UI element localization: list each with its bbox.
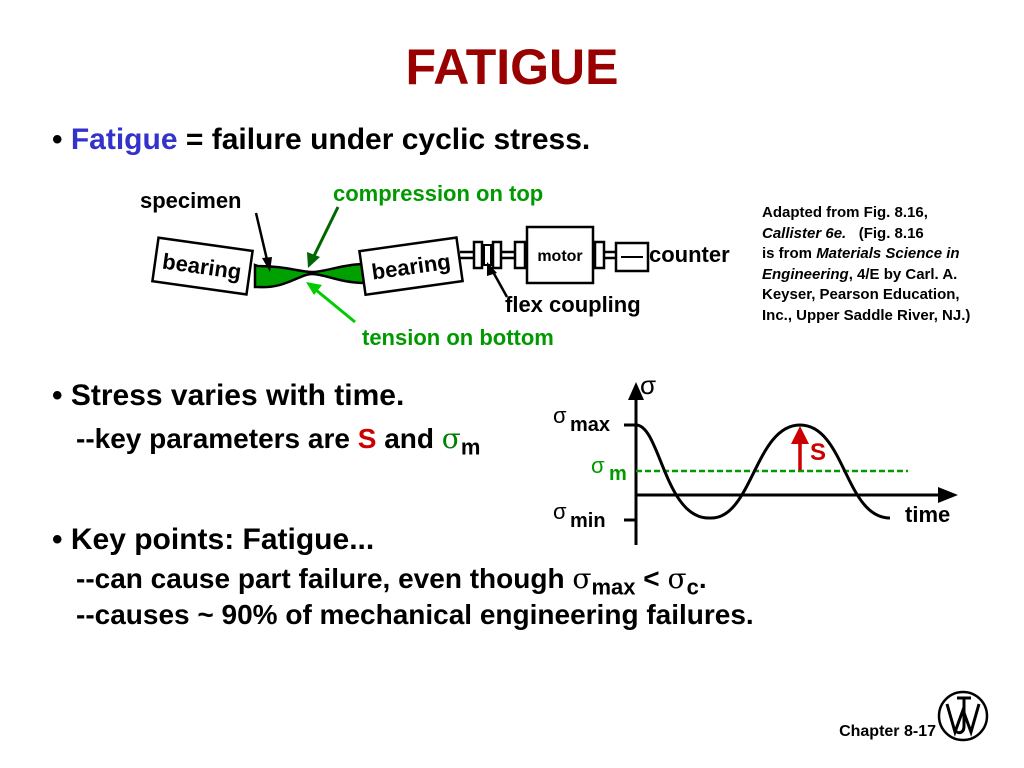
key-point-1: --can cause part failure, even though σm…: [76, 562, 707, 600]
param-S: S: [357, 423, 377, 454]
right-bearing: bearing: [358, 236, 465, 297]
credit-rest: , 4/E by Carl. A. Keyser, Pearson Educat…: [762, 265, 971, 324]
publisher-logo-icon: [937, 690, 989, 742]
stress-time-graph: σ time S σ max σ m σ min: [553, 370, 958, 545]
sigma-min-sub: min: [570, 510, 606, 532]
credit-callister: Callister 6e.: [762, 224, 847, 242]
chapter-label: Chapter 8-: [839, 723, 919, 740]
motor-box: [525, 225, 595, 285]
stress-varies-text: Stress varies with time.: [70, 379, 405, 412]
credit-line1: Adapted from Fig. 8.16,: [762, 204, 928, 221]
page-number: 17: [918, 723, 936, 740]
fatigue-test-apparatus: bearing bearing motor: [150, 206, 650, 324]
left-bearing: bearing: [150, 236, 255, 296]
sigma-max-symbol: σ: [553, 403, 567, 428]
motor-label: motor: [537, 248, 582, 265]
sigma-m-sub: m: [609, 463, 627, 485]
fatigue-definition: = failure under cyclic stress.: [177, 123, 591, 156]
bullet-stress-varies: • Stress varies with time.: [52, 379, 405, 412]
counter-label: counter: [649, 242, 730, 267]
sigma-max-sub: max: [570, 414, 610, 436]
sigma-min-symbol: σ: [553, 499, 567, 524]
tension-label: tension on bottom: [362, 325, 554, 350]
key-point-2: --causes ~ 90% of mechanical engineering…: [76, 599, 754, 630]
chapter-footer: Chapter 8-17: [839, 723, 936, 741]
compression-label: compression on top: [333, 181, 544, 206]
param-sigma: σ: [441, 422, 461, 455]
fatigue-term: Fatigue: [70, 123, 178, 156]
key-points-text: Key points: Fatigue...: [70, 523, 375, 556]
bullet-fatigue-definition: • Fatigue = failure under cyclic stress.: [52, 123, 591, 156]
sigma-m-symbol: σ: [591, 453, 605, 478]
bullet-key-points: • Key points: Fatigue...: [52, 523, 375, 556]
specimen-label: specimen: [140, 188, 242, 213]
credit-isfrom: is from: [762, 245, 813, 262]
credit-figref: (Fig. 8.16: [858, 224, 924, 242]
key-parameters-line: --key parameters are S and σm: [76, 422, 481, 460]
credit-book: Materials Science in Engineering: [762, 245, 960, 283]
flex-coupling-label: flex coupling: [505, 292, 641, 317]
stress-range-label: S: [810, 439, 826, 466]
figure-credit: Adapted from Fig. 8.16, Callister 6e. (F…: [762, 203, 977, 326]
x-axis-label: time: [905, 502, 950, 527]
y-axis-label: σ: [640, 370, 656, 400]
page-title: FATIGUE: [405, 39, 619, 95]
stress-curve: [635, 423, 891, 520]
